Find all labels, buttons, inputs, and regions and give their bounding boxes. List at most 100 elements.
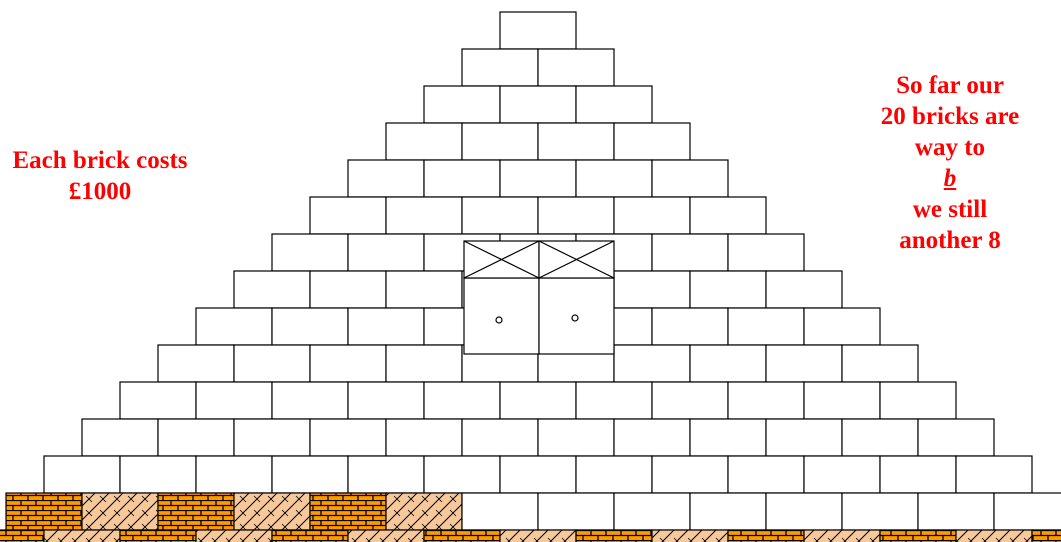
brick: [500, 456, 576, 493]
brick-cost-line-1: Each brick costs: [0, 145, 245, 176]
paid-brick: [0, 530, 44, 542]
paid-brick: [120, 530, 196, 542]
brick: [652, 308, 728, 345]
brick: [614, 493, 690, 530]
brick: [842, 493, 918, 530]
brick: [804, 382, 880, 419]
paid-brick: [652, 530, 728, 542]
brick: [918, 493, 994, 530]
brick: [576, 86, 652, 123]
brick: [804, 308, 880, 345]
brick: [538, 419, 614, 456]
brick: [766, 271, 842, 308]
brick: [386, 123, 462, 160]
brick: [424, 382, 500, 419]
brick: [272, 308, 348, 345]
brick: [462, 49, 538, 86]
brick: [766, 345, 842, 382]
brick: [804, 456, 880, 493]
brick: [500, 12, 576, 49]
brick: [348, 382, 424, 419]
paid-brick: [272, 530, 348, 542]
brick: [614, 419, 690, 456]
brick: [158, 345, 234, 382]
progress-note: So far our 20 bricks are way to b we sti…: [800, 70, 1061, 256]
brick: [614, 123, 690, 160]
brick: [766, 419, 842, 456]
brick: [766, 493, 842, 530]
brick: [728, 234, 804, 271]
brick: [272, 456, 348, 493]
brick: [614, 271, 690, 308]
brick: [386, 419, 462, 456]
brick: [120, 382, 196, 419]
progress-line-6: another 8: [800, 225, 1061, 256]
brick: [348, 456, 424, 493]
paid-brick: [6, 493, 82, 530]
brick: [462, 493, 538, 530]
brick: [690, 271, 766, 308]
brick: [918, 419, 994, 456]
brick: [994, 493, 1061, 530]
paid-brick: [234, 493, 310, 530]
brick: [462, 123, 538, 160]
brick: [462, 197, 538, 234]
brick: [424, 160, 500, 197]
brick: [310, 345, 386, 382]
paid-brick: [1032, 530, 1061, 542]
brick: [538, 123, 614, 160]
paid-brick: [348, 530, 424, 542]
brick: [652, 382, 728, 419]
paid-brick: [424, 530, 500, 542]
paid-brick: [500, 530, 576, 542]
paid-brick: [158, 493, 234, 530]
brick: [652, 160, 728, 197]
paid-brick: [956, 530, 1032, 542]
brick: [272, 382, 348, 419]
brick: [234, 419, 310, 456]
brick: [234, 271, 310, 308]
brick: [956, 456, 1032, 493]
brick-cost-line-2: £1000: [0, 176, 245, 207]
brick: [120, 456, 196, 493]
brick: [842, 345, 918, 382]
brick: [576, 160, 652, 197]
paid-brick: [44, 530, 120, 542]
paid-brick: [880, 530, 956, 542]
brick: [652, 234, 728, 271]
brick: [82, 419, 158, 456]
brick: [690, 493, 766, 530]
door-knob-right: [572, 315, 578, 321]
paid-brick: [310, 493, 386, 530]
brick: [158, 419, 234, 456]
brick: [652, 456, 728, 493]
brick: [424, 86, 500, 123]
brick: [348, 308, 424, 345]
brick: [196, 456, 272, 493]
brick: [690, 197, 766, 234]
brick: [462, 419, 538, 456]
progress-line-2: 20 bricks are: [800, 101, 1061, 132]
brick: [196, 308, 272, 345]
brick: [348, 234, 424, 271]
progress-line-3: way to: [800, 132, 1061, 163]
brick: [386, 271, 462, 308]
brick: [272, 234, 348, 271]
brick: [880, 382, 956, 419]
brick: [310, 419, 386, 456]
brick: [500, 86, 576, 123]
brick: [614, 345, 690, 382]
brick: [728, 382, 804, 419]
paid-brick: [804, 530, 880, 542]
paid-brick: [728, 530, 804, 542]
brick: [538, 493, 614, 530]
brick: [842, 419, 918, 456]
progress-line-5: we still: [800, 194, 1061, 225]
progress-line-4: b: [944, 165, 957, 192]
paid-brick: [386, 493, 462, 530]
brick: [690, 345, 766, 382]
brick: [728, 308, 804, 345]
brick: [538, 197, 614, 234]
brick: [196, 382, 272, 419]
brick: [310, 271, 386, 308]
